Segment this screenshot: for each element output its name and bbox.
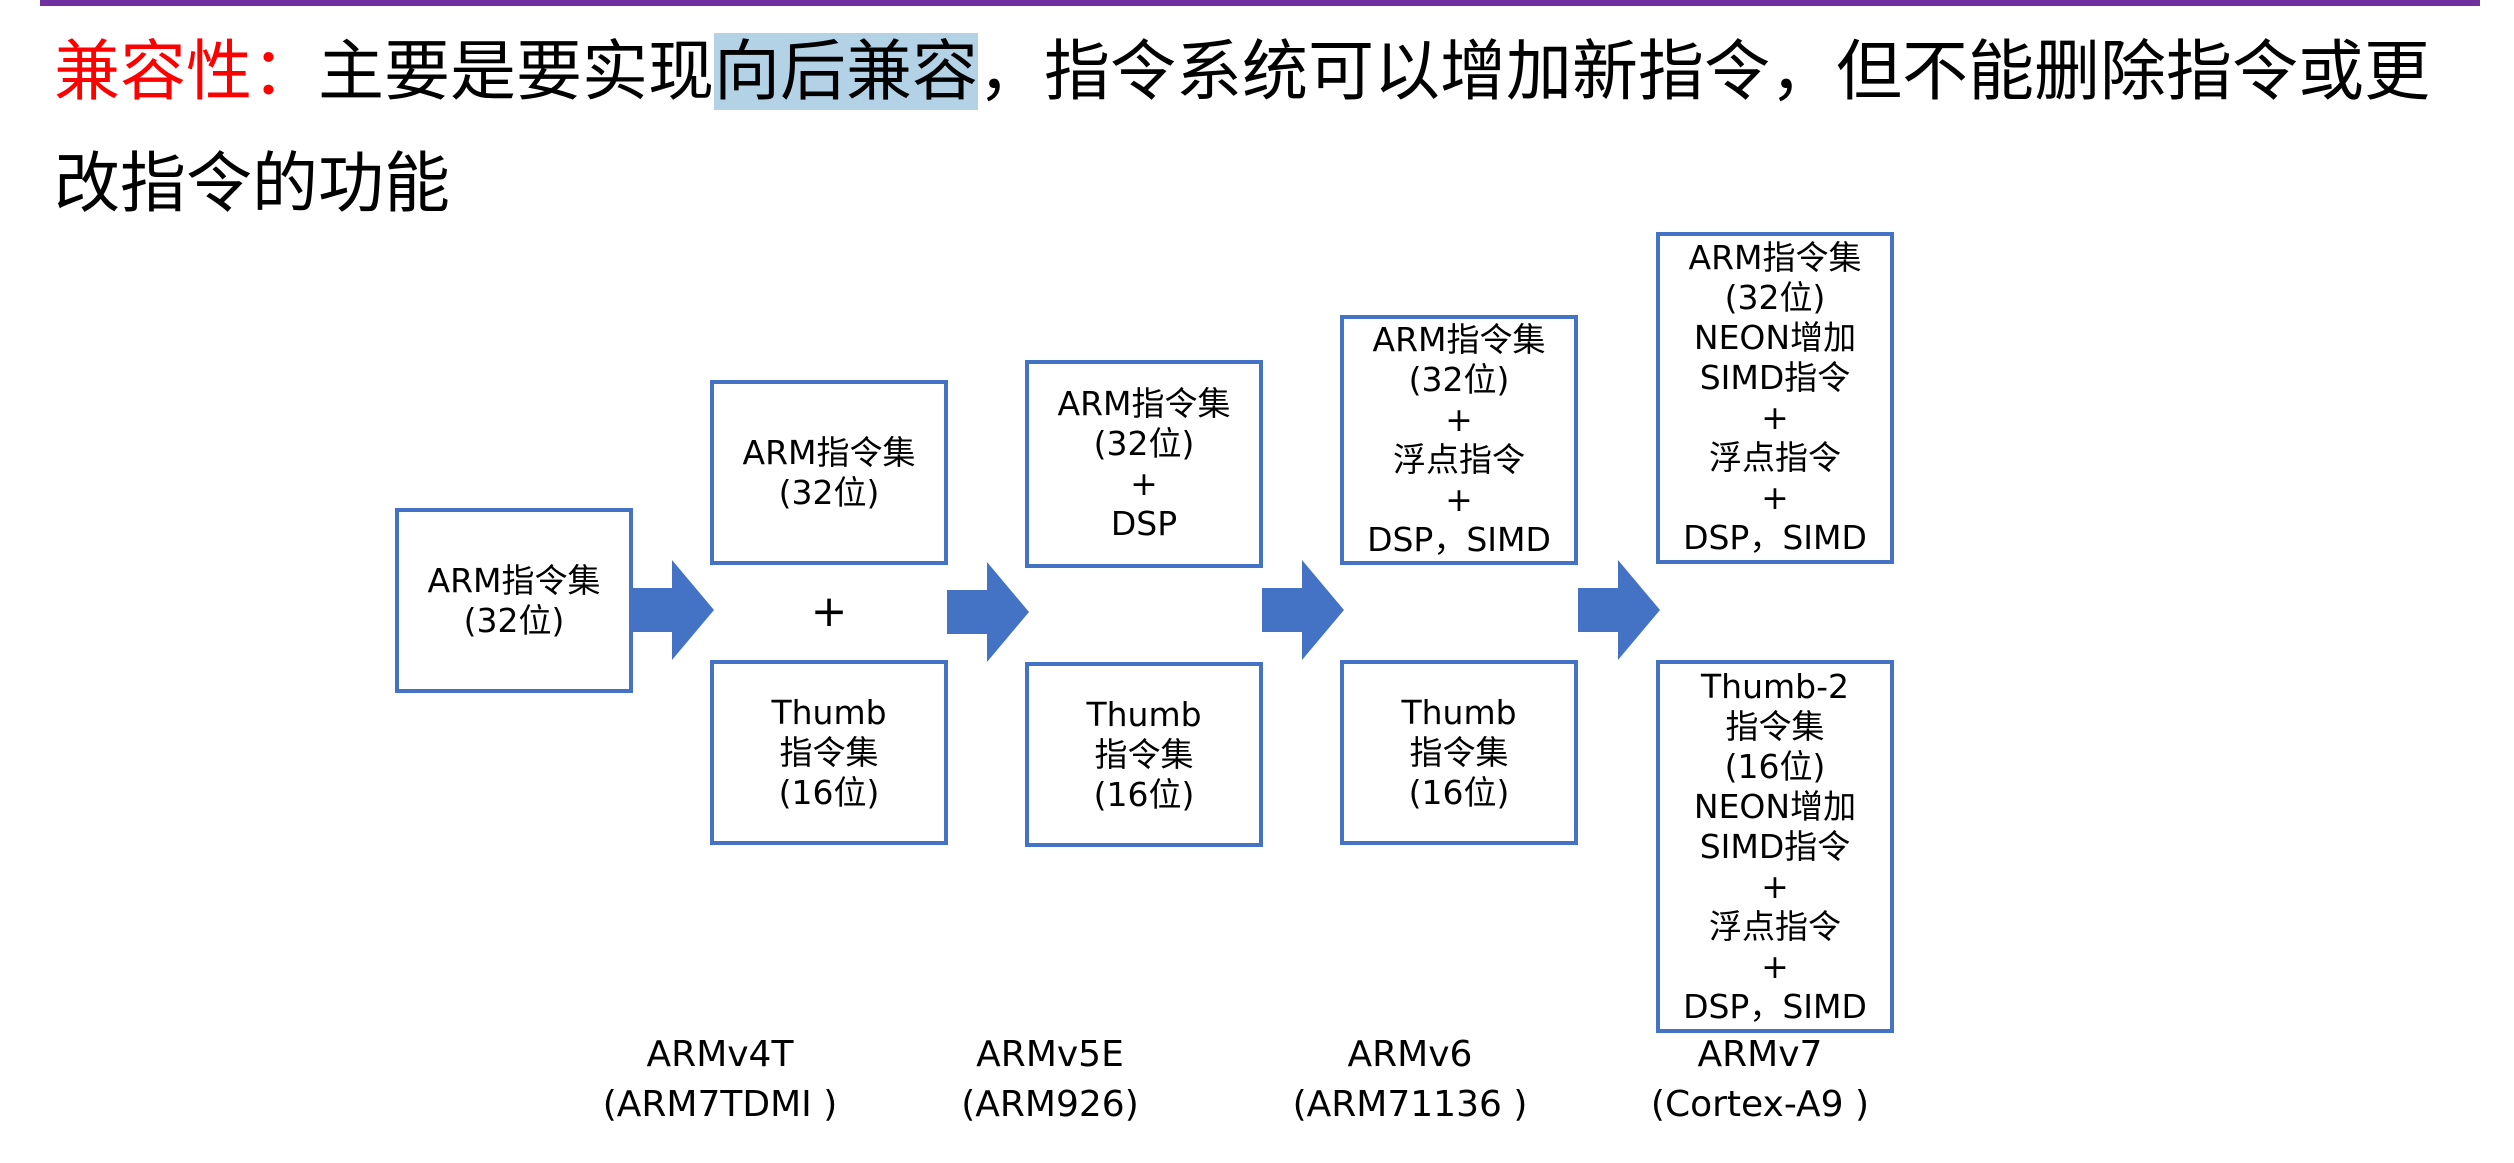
box-line: DSP，SIMD: [1683, 518, 1867, 557]
box-line: +: [1761, 398, 1789, 437]
stage-name: ARMv7: [1697, 1034, 1823, 1075]
box-line: ARM指令集: [1372, 320, 1546, 359]
top-accent-bar: [40, 0, 2480, 6]
stage-core: (ARM71136 ): [1292, 1084, 1528, 1125]
box-line: +: [1130, 464, 1158, 503]
box-line: +: [1761, 866, 1789, 906]
box-line: (16位): [778, 772, 880, 812]
box-line: 指令集: [1725, 706, 1825, 746]
box-line: 浮点指令: [1709, 906, 1841, 946]
box-line: 浮点指令: [1709, 438, 1841, 477]
box-line: (32位): [463, 600, 565, 640]
box-base-arm: ARM指令集(32位): [395, 508, 633, 693]
box-line: ARM指令集: [742, 432, 916, 472]
stage-label-armv5e: ARMv5E (ARM926): [900, 1030, 1200, 1130]
box-line: +: [1445, 400, 1473, 439]
box-line: +: [1761, 946, 1789, 986]
box-line: Thumb: [1401, 692, 1517, 732]
box-line: SIMD指令: [1699, 826, 1851, 866]
stage-core: (Cortex-A9 ): [1650, 1084, 1870, 1125]
box-line: (32位): [1724, 278, 1826, 317]
box-line: +: [1445, 480, 1473, 519]
box-line: (16位): [1093, 774, 1195, 814]
stage-label-armv6: ARMv6 (ARM71136 ): [1260, 1030, 1560, 1130]
box-line: (32位): [1093, 424, 1195, 463]
box-line: DSP，SIMD: [1683, 986, 1867, 1026]
box-v4t-arm: ARM指令集(32位): [710, 380, 948, 565]
arrow-right-icon: [632, 560, 714, 660]
box-line: NEON增加: [1693, 786, 1857, 826]
box-line: ARM指令集: [427, 560, 601, 600]
box-line: 浮点指令: [1393, 440, 1525, 479]
arrow-right-icon: [1578, 560, 1660, 660]
box-line: (32位): [778, 472, 880, 512]
box-line: +: [1761, 478, 1789, 517]
box-line: DSP: [1110, 504, 1178, 543]
title-text-after: ，指令系统可以增加新指令，但不能删除指令或更改指令的功能: [54, 33, 2430, 222]
stage-name: ARMv6: [1347, 1034, 1473, 1075]
stage-core: (ARM926): [961, 1084, 1139, 1125]
box-line: (16位): [1408, 772, 1510, 812]
box-line: Thumb: [771, 692, 887, 732]
box-line: ARM指令集: [1688, 238, 1862, 277]
box-line: SIMD指令: [1699, 358, 1851, 397]
box-line: 指令集: [1094, 734, 1194, 774]
stage-name: ARMv5E: [976, 1034, 1124, 1075]
box-line: Thumb-2: [1701, 666, 1849, 706]
title-highlight: 向后兼容: [714, 33, 978, 110]
box-line: DSP，SIMD: [1367, 520, 1551, 559]
box-v6-arm: ARM指令集(32位)+浮点指令+DSP，SIMD: [1340, 315, 1578, 565]
plus-sign-v4t: +: [810, 586, 848, 637]
box-line: 指令集: [779, 732, 879, 772]
stage-label-armv4t: ARMv4T (ARM7TDMI ): [560, 1030, 880, 1130]
arrow-right-icon: [947, 562, 1029, 662]
stage-name: ARMv4T: [646, 1034, 794, 1075]
box-v5e-arm: ARM指令集(32位)+DSP: [1025, 360, 1263, 568]
title-text-before: 主要是要实现: [318, 33, 714, 110]
page-title: 兼容性：主要是要实现向后兼容，指令系统可以增加新指令，但不能删除指令或更改指令的…: [54, 16, 2474, 240]
box-line: Thumb: [1086, 694, 1202, 734]
box-line: ARM指令集: [1057, 384, 1231, 423]
title-keyword: 兼容性：: [54, 33, 318, 110]
box-line: (16位): [1724, 746, 1826, 786]
box-line: 指令集: [1409, 732, 1509, 772]
stage-core: (ARM7TDMI ): [602, 1084, 838, 1125]
box-line: (32位): [1408, 360, 1510, 399]
arrow-right-icon: [1262, 560, 1344, 660]
box-line: NEON增加: [1693, 318, 1857, 357]
stage-label-armv7: ARMv7 (Cortex-A9 ): [1610, 1030, 1910, 1130]
